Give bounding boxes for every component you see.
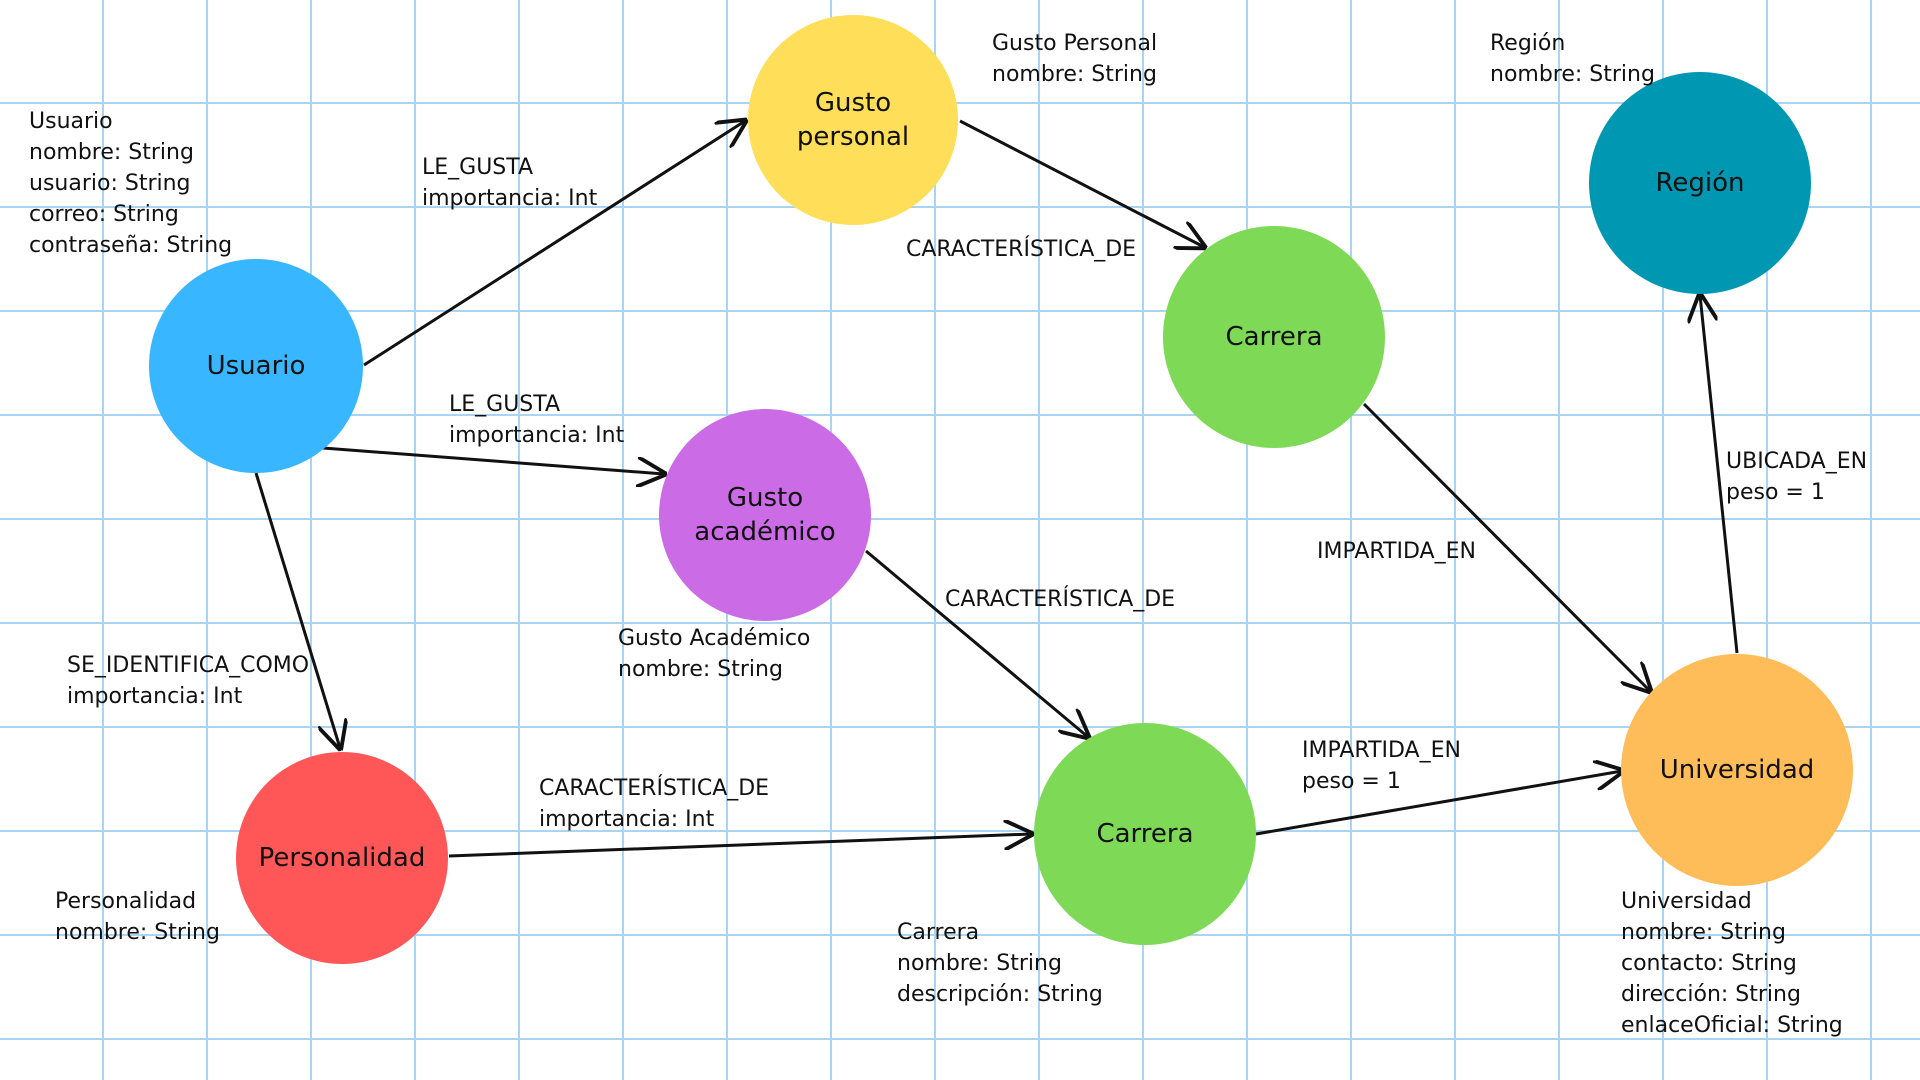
note-carrera-line: descripción: String xyxy=(897,982,1103,1007)
note-region-line: nombre: String xyxy=(1490,62,1655,87)
edge-label-line: SE_IDENTIFICA_COMO xyxy=(67,653,310,678)
edge-label-line: CARACTERÍSTICA_DE xyxy=(539,776,770,801)
node-gusto-academico[interactable]: Gusto académico xyxy=(659,409,871,621)
edge-label-personalidad-carrera: CARACTERÍSTICA_DE importancia: Int xyxy=(539,773,769,835)
edge-label-line: IMPARTIDA_EN xyxy=(1317,539,1476,564)
node-carrera-bottom-label: Carrera xyxy=(1096,819,1194,849)
note-gusto-personal: Gusto Personal nombre: String xyxy=(992,28,1157,90)
node-universidad[interactable]: Universidad xyxy=(1621,654,1853,886)
note-universidad-line: enlaceOficial: String xyxy=(1621,1013,1843,1038)
node-carrera-top-label: Carrera xyxy=(1225,322,1323,352)
node-gusto-personal-label-line1: Gusto xyxy=(814,88,892,118)
edge-label-line: IMPARTIDA_EN xyxy=(1302,738,1461,763)
note-universidad-line: dirección: String xyxy=(1621,982,1801,1007)
note-universidad: Universidad nombre: String contacto: Str… xyxy=(1621,886,1843,1041)
edge-gusto-academico-caracteristica-de-carrera xyxy=(865,549,1088,737)
node-gusto-academico-label-line1: Gusto xyxy=(726,483,804,513)
edge-label-carrera-universidad-top: IMPARTIDA_EN xyxy=(1317,536,1476,567)
note-usuario-line: usuario: String xyxy=(29,171,191,196)
edge-label-gusto-academico-carrera: CARACTERÍSTICA_DE xyxy=(945,584,1175,615)
node-usuario-label: Usuario xyxy=(206,351,306,381)
edge-carrera-impartida-en-universidad-bottom xyxy=(1255,771,1622,836)
note-region-line: Región xyxy=(1490,31,1566,56)
note-carrera-line: Carrera xyxy=(897,920,980,945)
note-carrera: Carrera nombre: String descripción: Stri… xyxy=(897,917,1103,1010)
node-gusto-personal-label-line2: personal xyxy=(796,122,910,152)
node-personalidad[interactable]: Personalidad xyxy=(236,752,448,964)
node-gusto-personal[interactable]: Gusto personal xyxy=(748,15,958,225)
edge-label-line: LE_GUSTA xyxy=(422,155,534,180)
edge-label-usuario-personalidad: SE_IDENTIFICA_COMO importancia: Int xyxy=(67,650,309,712)
edge-label-line: peso = 1 xyxy=(1302,769,1401,794)
edge-label-line: peso = 1 xyxy=(1726,480,1825,505)
edge-label-usuario-gusto-personal: LE_GUSTA importancia: Int xyxy=(422,152,597,214)
note-gusto-personal-line: nombre: String xyxy=(992,62,1157,87)
edge-label-line: UBICADA_EN xyxy=(1726,449,1868,474)
edge-label-line: importancia: Int xyxy=(449,423,625,448)
note-gusto-academico-line: Gusto Académico xyxy=(618,626,811,651)
node-personalidad-label: Personalidad xyxy=(258,843,426,873)
note-universidad-line: nombre: String xyxy=(1621,920,1786,945)
edge-label-gusto-personal-carrera: CARACTERÍSTICA_DE xyxy=(906,234,1136,265)
node-gusto-academico-label-line2: académico xyxy=(694,517,836,547)
edge-label-line: LE_GUSTA xyxy=(449,392,561,417)
note-personalidad: Personalidad nombre: String xyxy=(55,886,220,948)
edge-label-carrera-universidad-bottom: IMPARTIDA_EN peso = 1 xyxy=(1302,735,1461,797)
edge-personalidad-caracteristica-de-carrera xyxy=(448,834,1031,858)
edge-gusto-personal-caracteristica-de-carrera xyxy=(959,119,1204,247)
note-personalidad-line: nombre: String xyxy=(55,920,220,945)
note-usuario-line: nombre: String xyxy=(29,140,194,165)
note-usuario: Usuario nombre: String usuario: String c… xyxy=(29,106,232,261)
edge-label-line: importancia: Int xyxy=(422,186,598,211)
note-gusto-academico-line: nombre: String xyxy=(618,657,783,682)
node-usuario[interactable]: Usuario xyxy=(149,259,363,473)
node-region-label: Región xyxy=(1655,168,1745,198)
node-carrera-top[interactable]: Carrera xyxy=(1163,226,1385,448)
note-carrera-line: nombre: String xyxy=(897,951,1062,976)
note-universidad-line: contacto: String xyxy=(1621,951,1797,976)
node-region[interactable]: Región xyxy=(1589,72,1811,294)
edge-label-universidad-region: UBICADA_EN peso = 1 xyxy=(1726,446,1867,508)
edge-usuario-se-identifica-como-personalidad xyxy=(254,472,340,748)
edge-label-line: importancia: Int xyxy=(539,807,715,832)
note-region: Región nombre: String xyxy=(1490,28,1655,90)
node-universidad-label: Universidad xyxy=(1659,755,1815,785)
edge-carrera-impartida-en-universidad-top xyxy=(1362,402,1650,691)
note-usuario-line: contraseña: String xyxy=(29,233,233,258)
node-carrera-bottom[interactable]: Carrera xyxy=(1034,723,1256,945)
note-gusto-academico: Gusto Académico nombre: String xyxy=(618,623,810,685)
edge-label-line: CARACTERÍSTICA_DE xyxy=(906,237,1137,262)
edge-usuario-le-gusta-gusto-academico xyxy=(322,446,664,474)
edge-label-line: importancia: Int xyxy=(67,684,243,709)
edge-usuario-le-gusta-gusto-personal xyxy=(363,121,745,367)
note-usuario-line: Usuario xyxy=(29,109,113,134)
edge-label-line: CARACTERÍSTICA_DE xyxy=(945,587,1176,612)
note-gusto-personal-line: Gusto Personal xyxy=(992,31,1158,56)
note-usuario-line: correo: String xyxy=(29,202,179,227)
edge-universidad-ubicada-en-region xyxy=(1700,295,1739,654)
edge-label-usuario-gusto-academico: LE_GUSTA importancia: Int xyxy=(449,389,624,451)
note-universidad-line: Universidad xyxy=(1621,889,1752,914)
note-personalidad-line: Personalidad xyxy=(55,889,197,914)
